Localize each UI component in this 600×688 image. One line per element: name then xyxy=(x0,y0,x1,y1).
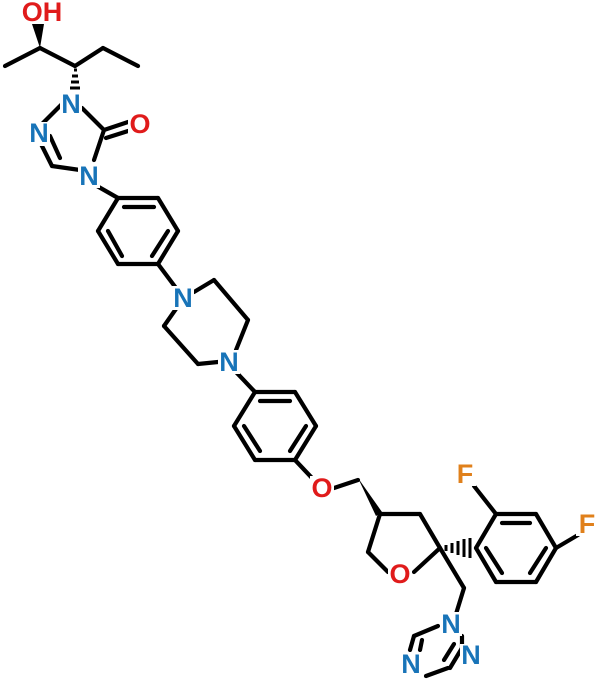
bond-ch-ch2 xyxy=(72,45,106,69)
atom-n-pip2: N xyxy=(218,347,240,377)
atom-n-pip1: N xyxy=(172,283,194,313)
bond-thf-c xyxy=(411,545,443,575)
bond-tz-c2 xyxy=(417,637,425,653)
bond-tz-d xyxy=(423,665,451,679)
bond-dfp-c xyxy=(533,511,559,551)
atom-n1-top-label: N xyxy=(61,89,81,119)
atom-n4-top: N xyxy=(78,161,100,191)
atom-n2-top: N xyxy=(28,118,50,148)
bond-dfp-a xyxy=(473,511,499,551)
bond-ph1-in2 xyxy=(149,228,171,259)
bond-wedge-oh xyxy=(32,24,44,48)
bond-pip-e xyxy=(161,323,201,367)
atom-n4-bot: N xyxy=(400,649,422,679)
bond-wedge-ch2-ring xyxy=(358,478,382,516)
bond-dfp-d xyxy=(533,545,559,585)
atom-n4-top-label: N xyxy=(79,161,99,191)
atom-f-para: F xyxy=(576,509,598,539)
atom-o-ring: O xyxy=(388,559,412,589)
bond-ph2-e xyxy=(231,423,258,463)
atom-n1-top: N xyxy=(60,89,82,119)
bonds xyxy=(2,24,581,679)
bond-dfp-f xyxy=(473,545,499,585)
bond-ch2-ch3 xyxy=(100,45,141,69)
bond-ph2-c xyxy=(292,423,319,463)
bond-n4-c5 xyxy=(91,127,107,163)
atom-oh-label: OH xyxy=(22,0,63,27)
bond-tz-c xyxy=(407,633,417,653)
bond-ch2-n1bot xyxy=(453,585,467,617)
atom-n2-bot: N xyxy=(460,640,482,670)
bond-ph2-oether xyxy=(292,457,315,481)
bond-c5-o xyxy=(101,119,131,133)
atom-oh: OH xyxy=(22,0,63,27)
bond-npip2-ph2 xyxy=(233,369,258,395)
atom-n1-bot-label: N xyxy=(441,609,461,639)
bond-hash-n1 xyxy=(70,68,80,90)
atom-o-ring-label: O xyxy=(389,559,410,589)
bond-c3-n4 xyxy=(49,163,83,173)
bond-thf-e xyxy=(365,511,383,555)
bond-pip-c xyxy=(233,317,251,353)
bond-dfp-in3 xyxy=(483,545,505,576)
bond-pip-b xyxy=(211,277,251,323)
bond-ph1-e xyxy=(95,228,121,267)
bond-pip-a xyxy=(191,277,217,295)
bond-n1-n2 xyxy=(39,101,65,127)
bond-ph1-in3 xyxy=(105,228,125,259)
bond-dfp-in2 xyxy=(527,545,549,576)
bond-c5-n1 xyxy=(79,105,107,133)
atom-o-keto-label: O xyxy=(129,109,150,139)
bond-tz-b xyxy=(411,623,441,639)
atom-n1-bot: N xyxy=(440,609,462,639)
bond-choh-ch xyxy=(37,45,78,69)
atom-n2-bot-label: N xyxy=(461,640,481,670)
atom-n-pip2-label: N xyxy=(219,347,239,377)
bond-cq-ch2 xyxy=(437,545,467,591)
bond-ph2-f xyxy=(231,389,258,429)
bond-pip-d xyxy=(195,359,221,367)
atom-labels: OH N N N O N N O xyxy=(22,0,598,679)
atom-f-para-label: F xyxy=(579,509,596,539)
bond-hash-aryl xyxy=(444,538,472,558)
atom-f-ortho-label: F xyxy=(457,459,474,489)
bond-tz-e2 xyxy=(441,641,457,663)
bond-oether-ch2 xyxy=(331,477,361,491)
bond-thf-d xyxy=(365,549,391,575)
atom-o-ether: O xyxy=(310,473,334,503)
atom-n-pip1-label: N xyxy=(173,283,193,313)
bond-ph1-npip1 xyxy=(155,261,179,291)
bond-ph1-b xyxy=(155,195,181,234)
atom-n4-bot-label: N xyxy=(401,649,421,679)
atom-o-ether-label: O xyxy=(311,473,332,503)
bond-c5-o-double xyxy=(103,128,131,141)
bond-ch3-choh xyxy=(2,45,43,69)
bond-dfp-f-para xyxy=(553,532,581,551)
bond-dfp-f-ortho xyxy=(471,483,499,517)
atom-f-ortho: F xyxy=(454,459,476,489)
bond-ph2-b xyxy=(292,389,319,429)
bond-thf-b xyxy=(417,511,443,551)
bond-ph2-in2 xyxy=(287,423,309,454)
atom-n2-top-label: N xyxy=(29,118,49,148)
bond-ph1-f xyxy=(95,195,121,234)
bond-n2-c3-double xyxy=(47,133,63,161)
bond-ph2-in3 xyxy=(241,423,263,454)
atom-o-keto: O xyxy=(128,109,152,139)
bond-ph1-c xyxy=(155,228,181,267)
